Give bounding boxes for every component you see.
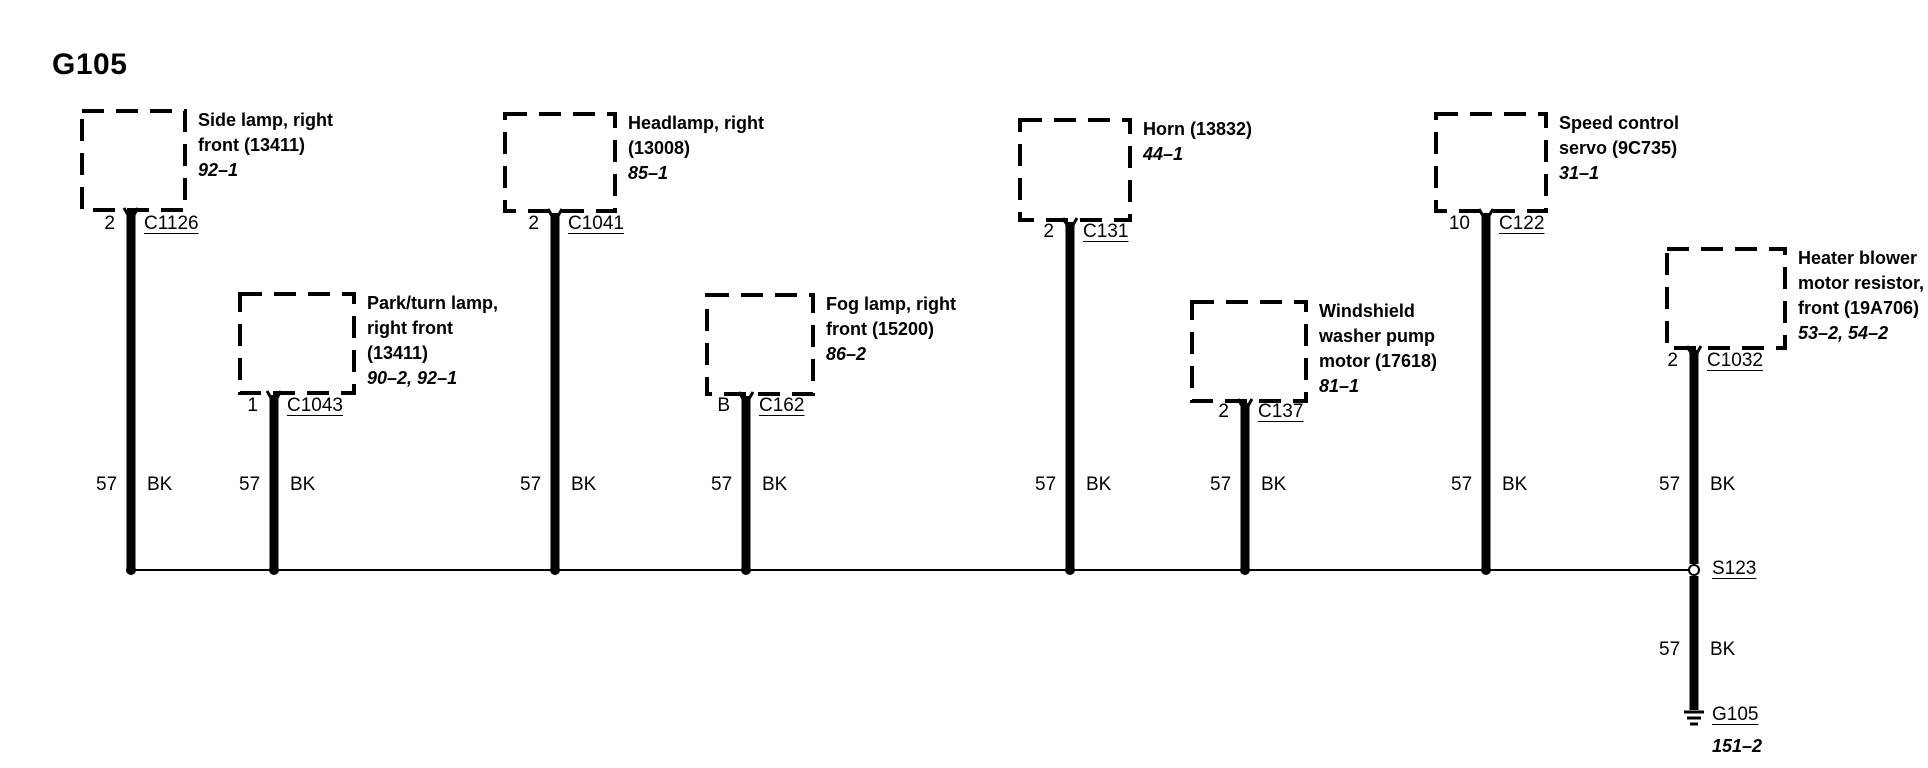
- component-label-side-lamp: front (13411): [198, 135, 306, 155]
- wire-color-heater-blower: BK: [1710, 474, 1736, 495]
- bus-junction-park-turn-lamp: [269, 565, 279, 575]
- component-ref-park-turn-lamp: 90–2, 92–1: [367, 368, 458, 388]
- component-ref-speed-control: 31–1: [1559, 163, 1600, 183]
- connector-id-side-lamp: C1126: [144, 213, 199, 234]
- component-label-heater-blower: Heater blower: [1798, 248, 1918, 268]
- wire-circuit-fog-lamp: 57: [711, 474, 733, 495]
- component-ref-side-lamp: 92–1: [198, 160, 239, 180]
- connector-id-washer-pump: C137: [1258, 401, 1304, 422]
- component-ref-heater-blower: 53–2, 54–2: [1798, 323, 1889, 343]
- connector-id-horn: C131: [1083, 221, 1129, 242]
- component-label-washer-pump: Windshield: [1319, 301, 1415, 321]
- component-box-park-turn-lamp: [238, 292, 356, 395]
- bus-junction-side-lamp: [126, 565, 136, 575]
- splice-s123-point: [1688, 564, 1700, 576]
- component-ref-washer-pump: 81–1: [1319, 376, 1360, 396]
- wire-circuit-washer-pump: 57: [1210, 474, 1232, 495]
- pin-number-headlamp: 2: [528, 213, 539, 234]
- component-box-fog-lamp: [705, 293, 815, 396]
- wire-color-fog-lamp: BK: [762, 474, 788, 495]
- pin-number-heater-blower: 2: [1667, 350, 1678, 371]
- component-box-side-lamp: [80, 109, 187, 212]
- diagram-title: G105: [52, 48, 128, 81]
- component-box-speed-control: [1434, 112, 1548, 213]
- component-label-fog-lamp: front (15200): [826, 319, 935, 339]
- component-label-headlamp: Headlamp, right: [628, 113, 765, 133]
- component-label-side-lamp: Side lamp, right: [198, 110, 334, 130]
- component-box-horn: [1018, 118, 1132, 222]
- component-box-washer-pump: [1190, 300, 1308, 403]
- component-label-park-turn-lamp: right front: [367, 318, 453, 338]
- wire-circuit-side-lamp: 57: [96, 474, 118, 495]
- connector-id-headlamp: C1041: [568, 213, 624, 234]
- ground-ref: 151–2: [1712, 736, 1763, 756]
- connector-id-fog-lamp: C162: [759, 395, 805, 416]
- bus-junction-horn: [1065, 565, 1075, 575]
- wire-circuit-heater-blower: 57: [1659, 474, 1681, 495]
- component-ref-headlamp: 85–1: [628, 163, 669, 183]
- bus-junction-fog-lamp: [741, 565, 751, 575]
- component-label-heater-blower: front (19A706): [1798, 298, 1920, 318]
- component-label-heater-blower: motor resistor,: [1798, 273, 1925, 293]
- ground-label: G105: [1712, 704, 1759, 725]
- pin-number-fog-lamp: B: [717, 395, 730, 416]
- component-label-headlamp: (13008): [628, 138, 691, 158]
- pin-number-speed-control: 10: [1448, 213, 1470, 234]
- bus-junction-speed-control: [1481, 565, 1491, 575]
- pin-number-horn: 2: [1043, 221, 1054, 242]
- wire-color-ground: BK: [1710, 639, 1736, 660]
- component-label-park-turn-lamp: Park/turn lamp,: [367, 293, 499, 313]
- pin-number-washer-pump: 2: [1218, 401, 1229, 422]
- bus-junction-washer-pump: [1240, 565, 1250, 575]
- wire-circuit-ground: 57: [1659, 639, 1681, 660]
- component-box-heater-blower: [1665, 247, 1787, 350]
- pin-number-park-turn-lamp: 1: [247, 395, 258, 416]
- component-box-headlamp: [503, 112, 617, 213]
- component-label-speed-control: Speed control: [1559, 113, 1680, 133]
- wire-circuit-park-turn-lamp: 57: [239, 474, 261, 495]
- wire-color-park-turn-lamp: BK: [290, 474, 316, 495]
- component-ref-fog-lamp: 86–2: [826, 344, 867, 364]
- splice-label: S123: [1712, 558, 1757, 579]
- wire-color-headlamp: BK: [571, 474, 597, 495]
- wire-color-side-lamp: BK: [147, 474, 173, 495]
- wire-color-speed-control: BK: [1502, 474, 1528, 495]
- pin-number-side-lamp: 2: [104, 213, 115, 234]
- connector-id-park-turn-lamp: C1043: [287, 395, 343, 416]
- component-label-washer-pump: motor (17618): [1319, 351, 1438, 371]
- connector-id-speed-control: C122: [1499, 213, 1545, 234]
- component-label-fog-lamp: Fog lamp, right: [826, 294, 956, 314]
- wire-color-horn: BK: [1086, 474, 1112, 495]
- component-label-speed-control: servo (9C735): [1559, 138, 1678, 158]
- wire-color-washer-pump: BK: [1261, 474, 1287, 495]
- component-label-park-turn-lamp: (13411): [367, 343, 429, 363]
- connector-id-heater-blower: C1032: [1707, 350, 1763, 371]
- component-label-washer-pump: washer pump: [1319, 326, 1436, 346]
- wire-circuit-horn: 57: [1035, 474, 1057, 495]
- component-ref-horn: 44–1: [1143, 144, 1184, 164]
- bus-junction-headlamp: [550, 565, 560, 575]
- component-label-horn: Horn (13832): [1143, 119, 1253, 139]
- wire-circuit-headlamp: 57: [520, 474, 542, 495]
- wire-circuit-speed-control: 57: [1451, 474, 1473, 495]
